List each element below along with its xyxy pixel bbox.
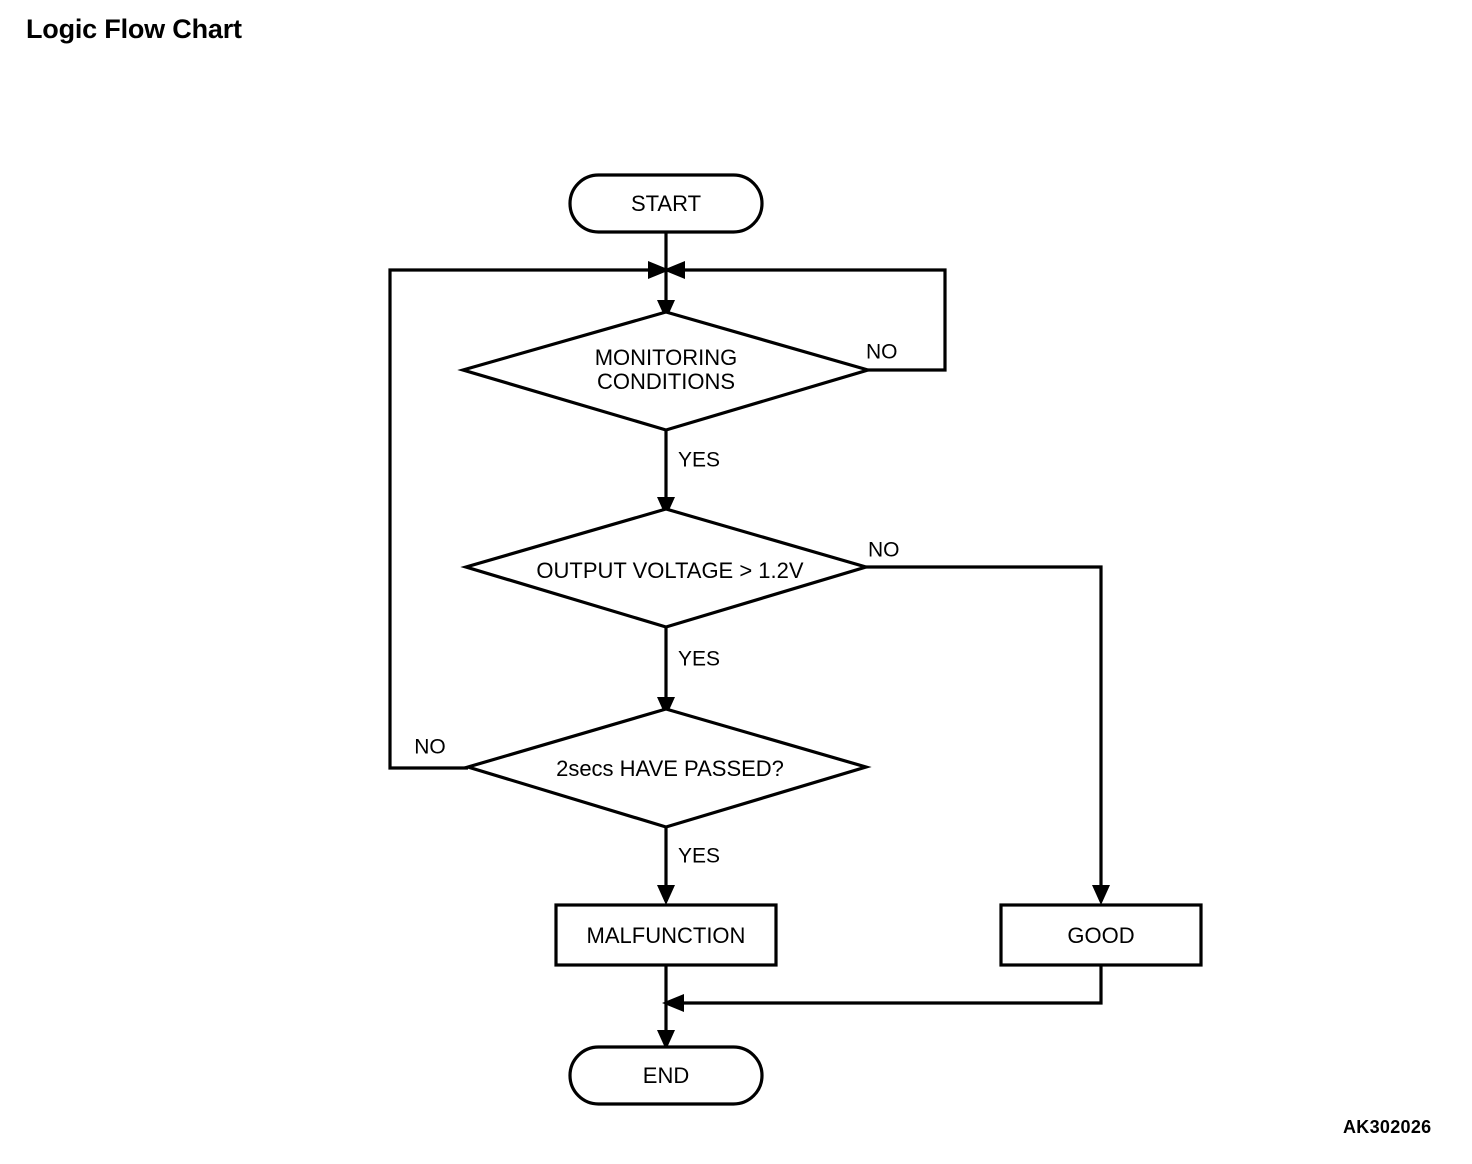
node-end[interactable] [568,1045,764,1106]
edge-label-monitoring-no: NO [866,341,898,364]
arrowhead-good-merge [662,994,684,1012]
arrowhead-into-malfunction [657,885,675,905]
node-output-voltage[interactable] [460,507,872,629]
node-monitoring-conditions[interactable] [457,310,874,432]
arrowhead-left-loop-junction [648,261,670,279]
node-malfunction-label: MALFUNCTION [587,923,746,948]
arrowhead-into-end [657,1030,675,1050]
node-timer-label: 2secs HAVE PASSED? [556,756,784,781]
edge-label-timer-yes: YES [678,845,720,868]
arrowhead-into-timer [657,697,675,717]
connector-voltage-no-to-good [866,565,1103,895]
edge-label-voltage-yes: YES [678,648,720,671]
arrowhead-right-loop-junction [663,261,685,279]
node-monitoring-label-line2: CONDITIONS [597,369,735,394]
arrowhead-into-good [1092,885,1110,905]
node-voltage-label: OUTPUT VOLTAGE > 1.2V [536,558,803,583]
node-malfunction[interactable] [554,903,778,967]
connector-monitoring-no-loop [684,268,947,372]
node-good[interactable] [999,903,1203,967]
node-start-label: START [631,191,701,216]
node-monitoring-label-line1: MONITORING [595,345,738,370]
reference-code: AK302026 [1343,1117,1432,1137]
page-title: Logic Flow Chart [26,14,242,44]
node-start[interactable] [568,173,764,234]
edge-label-timer-no: NO [414,736,446,759]
edge-label-voltage-no: NO [868,539,900,562]
node-end-label: END [643,1063,689,1088]
arrowhead-into-voltage [657,497,675,517]
connector-timer-no-loop [388,268,650,770]
connector-good-to-end [680,965,1103,1005]
node-timer-check[interactable] [462,707,872,829]
arrowhead-into-monitoring [657,300,675,320]
edge-label-monitoring-yes: YES [678,449,720,472]
node-good-label: GOOD [1067,923,1134,948]
